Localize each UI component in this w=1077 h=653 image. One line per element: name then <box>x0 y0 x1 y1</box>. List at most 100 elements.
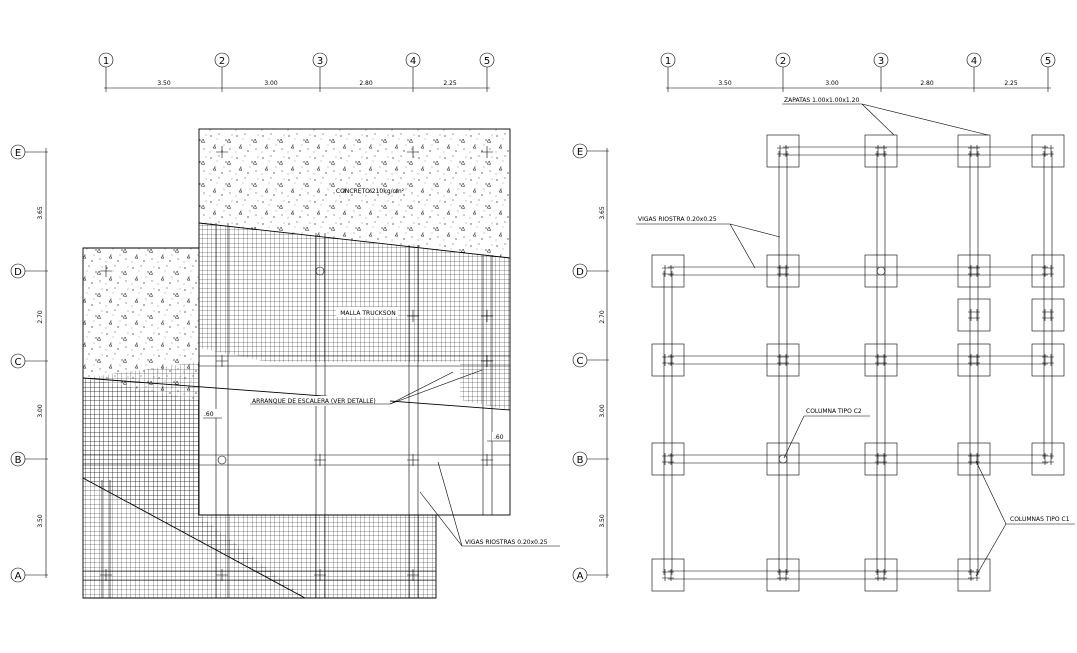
left-axis-B: B <box>10 451 48 467</box>
right-axis-4: 4 <box>966 52 982 92</box>
right-axis-2: 2 <box>775 52 791 92</box>
column-c1-mark <box>968 265 980 277</box>
footing-outline <box>651 254 685 288</box>
left-axis-B-label: B <box>15 455 22 466</box>
footing <box>651 343 685 377</box>
right-col-dim-1: 3.50 <box>718 80 732 87</box>
right-axis-C-label: C <box>577 356 584 367</box>
column-c1-mark <box>875 145 887 157</box>
left-axis-C: C <box>10 353 48 369</box>
footing-outline <box>864 254 898 288</box>
right-axis-5-label: 5 <box>1045 56 1051 67</box>
left-outlines <box>82 128 511 599</box>
footing <box>766 254 800 288</box>
right-axis-3-label: 3 <box>878 56 884 67</box>
right-axis-D-label: D <box>576 267 584 278</box>
footing-outline <box>957 442 991 476</box>
footing-outline <box>651 343 685 377</box>
column-c1-mark <box>777 354 789 366</box>
right-footings <box>651 134 1065 592</box>
left-axis-E-label: E <box>15 148 21 159</box>
left-axis-1: 1 <box>98 52 114 92</box>
footing <box>864 343 898 377</box>
footing <box>957 298 991 332</box>
footing-outline <box>766 134 800 168</box>
stair-opening-area <box>199 362 460 515</box>
column-c1-mark <box>662 354 674 366</box>
column-c1-mark <box>662 265 674 277</box>
right-row-dim-3: 3.00 <box>599 404 606 418</box>
right-column-axes: 1 2 3 4 5 3 <box>660 52 1056 92</box>
concrete-label: CONCRETO 210kg/cm² <box>336 188 405 195</box>
left-axis-A-label: A <box>15 571 22 582</box>
left-axis-2: 2 <box>214 52 230 92</box>
right-row-dim-4: 3.50 <box>599 514 606 528</box>
footing <box>766 343 800 377</box>
column-c1-mark <box>875 354 887 366</box>
left-axis-3-label: 3 <box>317 56 323 67</box>
left-axis-E: E <box>10 144 48 160</box>
right-col-dim-2: 3.00 <box>825 80 839 87</box>
left-axis-D-label: D <box>14 267 22 278</box>
column-c1-mark <box>1042 354 1054 366</box>
left-column-marks <box>100 146 493 581</box>
column-c1-mark <box>968 309 980 321</box>
left-hatch-areas <box>83 129 510 598</box>
left-axis-4: 4 <box>405 52 421 92</box>
column-c2-mark <box>778 454 788 464</box>
right-axis-4-label: 4 <box>971 56 977 67</box>
right-col-dim-3: 2.80 <box>920 80 934 87</box>
column-c1-mark <box>1042 265 1054 277</box>
footing-outline <box>1031 254 1065 288</box>
footing-outline <box>651 442 685 476</box>
left-row-dim-1: 3.65 <box>37 206 44 220</box>
left-axis-5-label: 5 <box>484 56 490 67</box>
right-axis-B-label: B <box>577 455 584 466</box>
right-row-dim-2: 2.70 <box>599 310 606 324</box>
column-c1-mark <box>662 569 674 581</box>
left-axis-2-label: 2 <box>219 56 225 67</box>
right-row-axes: E D C B A 3.65 2.70 3.00 3.50 <box>572 143 609 583</box>
footing <box>766 134 800 168</box>
column-c1-mark <box>1042 309 1054 321</box>
stair-label: ARRANQUE DE ESCALERA (VER DETALLE) <box>252 398 376 405</box>
left-axis-5: 5 <box>479 52 495 92</box>
footing <box>651 558 685 592</box>
column-c1-mark <box>968 145 980 157</box>
footings-label: ZAPATAS 1.00x1.00x1.20 <box>784 97 859 104</box>
column-c1-label: COLUMNAS TIPO C1 <box>1010 516 1070 523</box>
footing-outline <box>651 558 685 592</box>
left-labels: CONCRETO 210kg/cm² MALLA TRUCKSON ARRANQ… <box>203 188 560 547</box>
right-plan: 1 2 3 4 5 3 <box>572 52 1075 592</box>
left-col-dim-2: 3.00 <box>264 80 278 87</box>
footing <box>1031 298 1065 332</box>
right-col-dim-4: 2.25 <box>1004 80 1018 87</box>
footing-outline <box>1031 134 1065 168</box>
footing <box>1031 134 1065 168</box>
footing-outline <box>957 558 991 592</box>
footing <box>864 558 898 592</box>
column-c1-mark <box>777 569 789 581</box>
left-col-dim-3: 2.80 <box>359 80 373 87</box>
left-beams-label: VIGAS RIOSTRAS 0.20x0.25 <box>465 539 548 546</box>
right-axis-2-label: 2 <box>780 56 786 67</box>
dim-60-left: .60 <box>204 411 214 418</box>
concrete-area-upper <box>199 129 510 258</box>
right-axis-A-label: A <box>577 571 584 582</box>
left-col-dim-1: 3.50 <box>157 80 171 87</box>
footing <box>766 558 800 592</box>
column-c1-mark <box>875 453 887 465</box>
left-axis-4-label: 4 <box>410 56 416 67</box>
footing-outline <box>957 254 991 288</box>
left-plan: 1 2 3 4 5 3 <box>10 52 560 599</box>
footing <box>651 254 685 288</box>
right-row-dim-1: 3.65 <box>599 206 606 220</box>
right-beams-label: VIGAS RIOSTRA 0.20x0.25 <box>638 216 717 223</box>
right-axis-E-label: E <box>577 147 583 158</box>
footing-outline <box>957 298 991 332</box>
right-axis-1-label: 1 <box>665 56 671 67</box>
left-axis-D: D <box>10 263 48 279</box>
mesh-area-left <box>83 378 305 598</box>
right-axis-B: B <box>572 451 609 467</box>
